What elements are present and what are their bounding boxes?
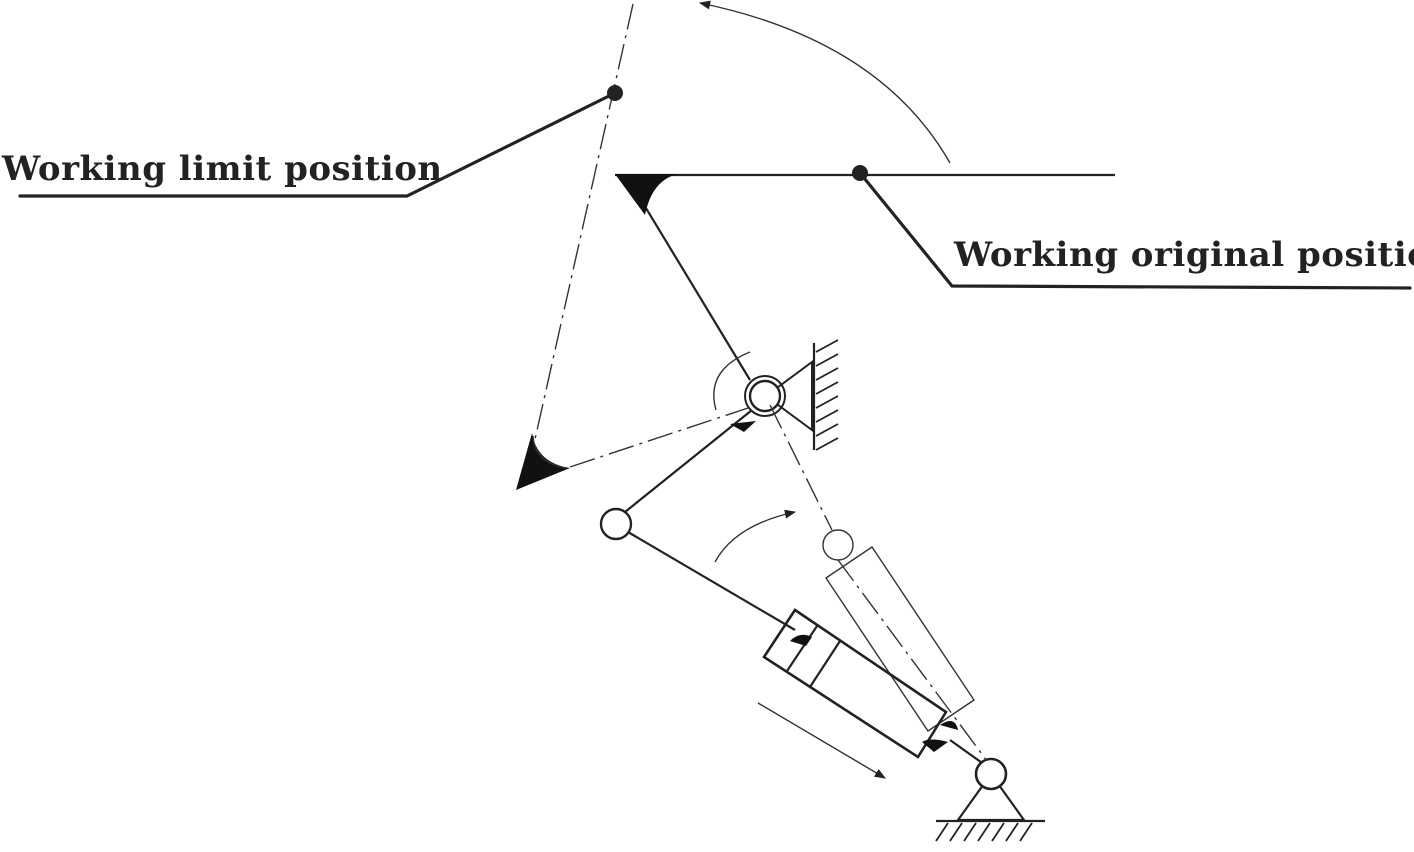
stroke-direction-arrow — [757, 702, 886, 779]
limit-position-label: Working limit position — [1, 149, 443, 189]
original-position-arm — [615, 173, 1115, 381]
ghost-cylinder — [822, 529, 991, 766]
limit-position-callout: Working limit position — [1, 85, 623, 198]
upper-pivot-support — [713, 339, 839, 451]
limit-position-arm — [516, 3, 749, 490]
lower-pivot-support — [935, 757, 1045, 842]
ghost-link-centerline — [769, 404, 833, 531]
crank-link — [599, 409, 756, 541]
hydraulic-cylinder — [627, 531, 986, 766]
rotation-arc-arrow — [714, 509, 797, 563]
limit-leader-dot — [607, 85, 623, 101]
original-position-callout: Working original position — [852, 165, 1414, 290]
swing-arc-arrow — [698, 0, 951, 164]
original-leader-dot — [852, 165, 868, 181]
original-position-label: Working original position — [953, 235, 1414, 275]
